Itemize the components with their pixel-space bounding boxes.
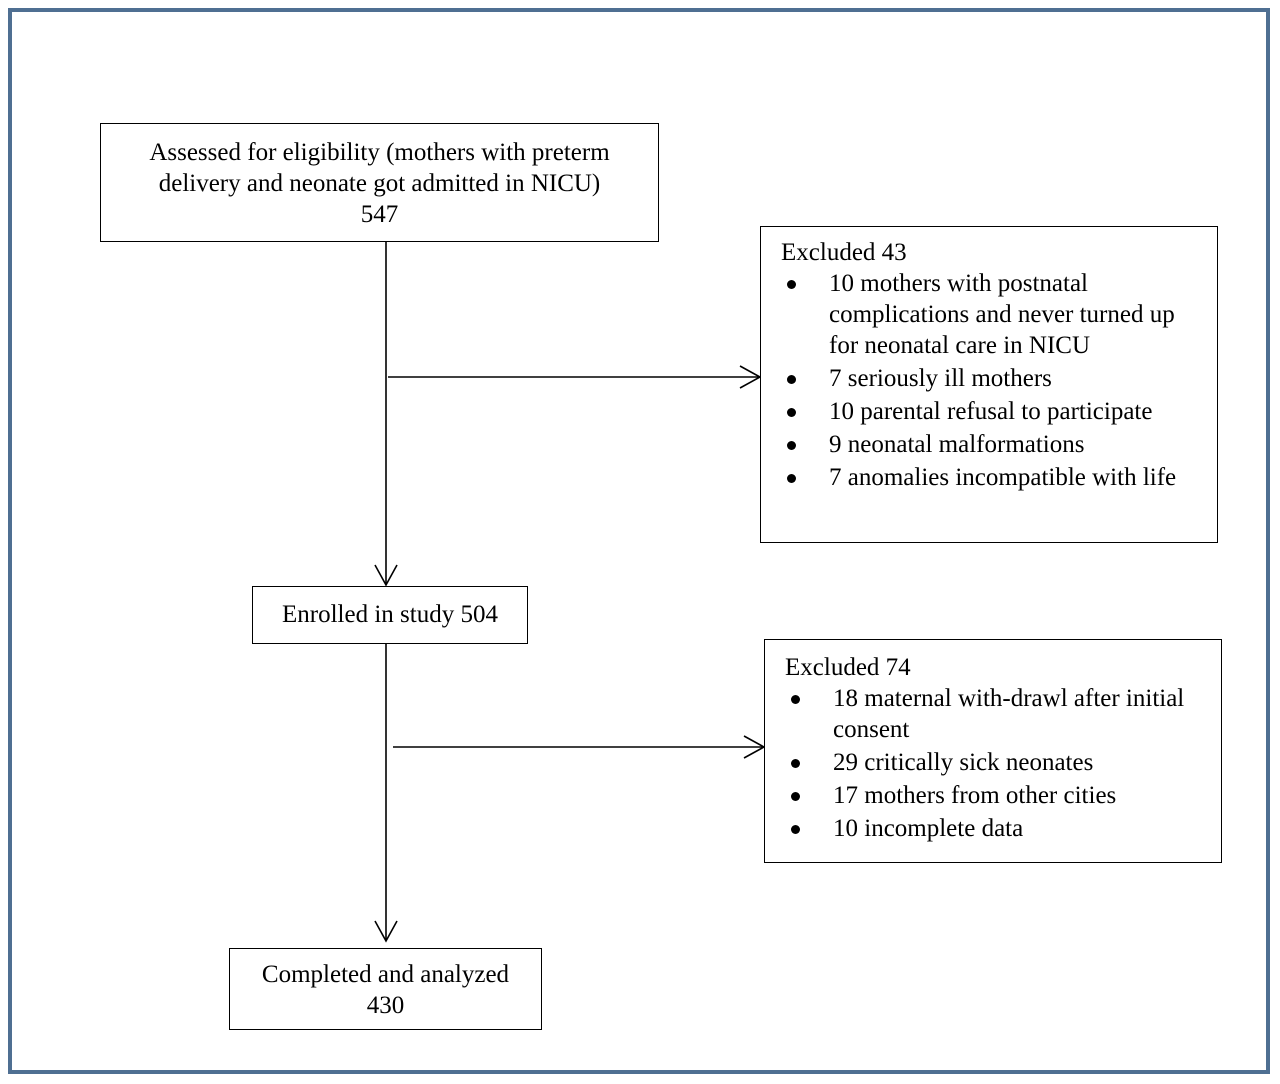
list-item: 29 critically sick neonates [785, 747, 1209, 778]
arrowhead-enrolled [374, 564, 398, 587]
completed-count: 430 [366, 992, 405, 1019]
arrowhead-completed [374, 920, 398, 943]
list-item: 7 seriously ill mothers [781, 363, 1205, 394]
assessed-line-1: Assessed for eligibility (mothers with p… [149, 139, 610, 166]
excluded-2-title: Excluded 74 [785, 654, 911, 681]
excluded-1-title: Excluded 43 [781, 239, 907, 266]
excluded-2-list: 18 maternal with-drawl after initial con… [785, 683, 1209, 844]
excluded-box-1: Excluded 43 10 mothers with postnatal co… [760, 226, 1218, 543]
completed-label: Completed and analyzed [261, 961, 510, 988]
list-item: 18 maternal with-drawl after initial con… [785, 683, 1209, 745]
list-item: 10 incomplete data [785, 813, 1209, 844]
list-item: 10 parental refusal to participate [781, 396, 1205, 427]
list-item: 10 mothers with postnatal complications … [781, 268, 1205, 361]
assessed-box: Assessed for eligibility (mothers with p… [100, 123, 659, 242]
list-item: 17 mothers from other cities [785, 780, 1209, 811]
assessed-line-2: delivery and neonate got admitted in NIC… [158, 170, 601, 197]
excluded-1-list: 10 mothers with postnatal complications … [781, 268, 1205, 493]
enrolled-label: Enrolled in study 504 [282, 601, 498, 628]
list-item: 7 anomalies incompatible with life [781, 462, 1205, 493]
enrolled-box: Enrolled in study 504 [252, 586, 528, 644]
completed-box: Completed and analyzed 430 [229, 948, 542, 1030]
excluded-box-2: Excluded 74 18 maternal with-drawl after… [764, 639, 1222, 863]
assessed-count: 547 [360, 201, 399, 228]
list-item: 9 neonatal malformations [781, 429, 1205, 460]
